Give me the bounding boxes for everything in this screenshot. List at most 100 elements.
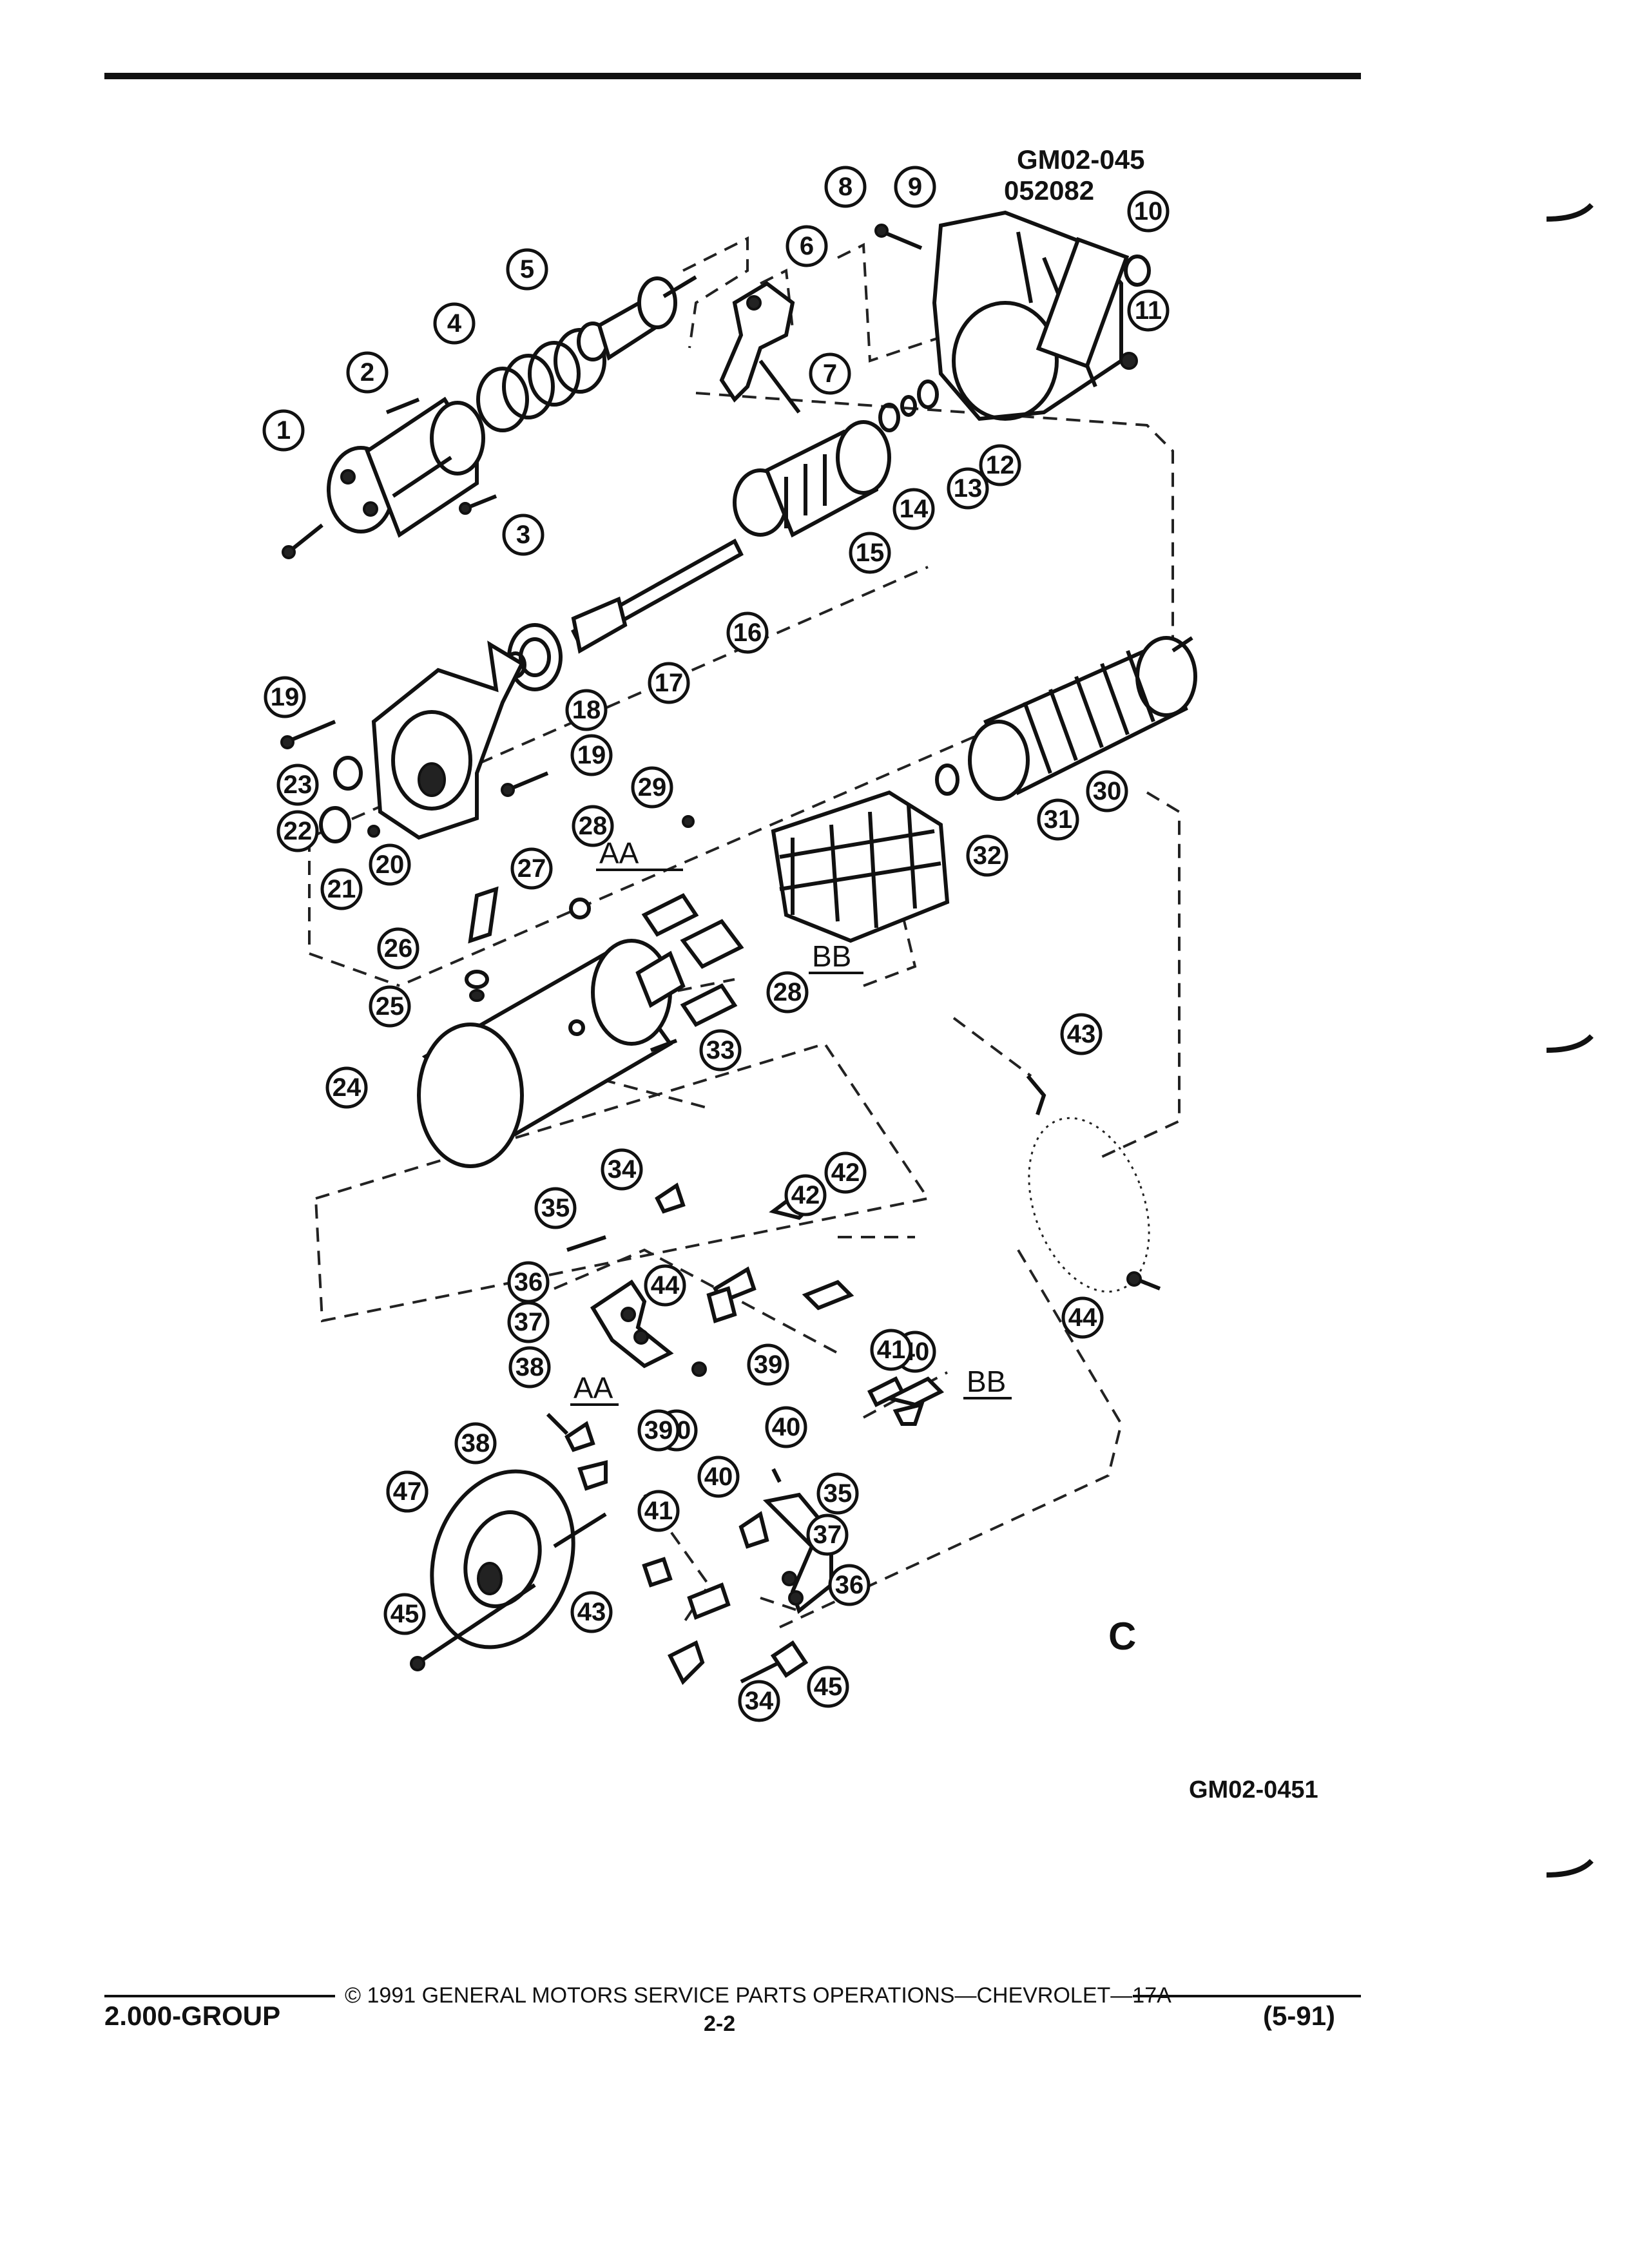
callout-circle <box>699 1029 742 1072</box>
callout-34: 34 <box>601 1148 643 1191</box>
callout-18: 18 <box>565 689 608 731</box>
callout-circle <box>276 810 319 852</box>
callout-number: 24 <box>333 1073 361 1102</box>
callout-circle <box>262 409 305 452</box>
callout-number: 28 <box>773 978 802 1006</box>
callout-number: 40 <box>704 1463 733 1491</box>
callout-number: 20 <box>376 850 405 879</box>
callout-13: 13 <box>947 467 989 510</box>
callout-circle <box>570 1591 613 1633</box>
callout-circle <box>828 1564 871 1606</box>
callout-circle <box>1127 289 1170 332</box>
callout-24: 24 <box>325 1066 368 1109</box>
part-bushings <box>319 756 380 843</box>
callout-14: 14 <box>892 488 935 530</box>
callout-circle <box>572 805 614 847</box>
callout-39: 39 <box>747 1343 789 1386</box>
part-drive-housing <box>932 210 1130 421</box>
callout-38: 38 <box>454 1422 497 1465</box>
drawing-date: 052082 <box>1004 175 1094 206</box>
callout-circle <box>786 225 828 267</box>
callout-number: 13 <box>954 474 983 503</box>
part-field-frame <box>417 939 673 1168</box>
callout-number: 18 <box>572 696 601 724</box>
callout-20: 20 <box>369 843 411 886</box>
callout-number: 36 <box>835 1571 864 1599</box>
callout-circle <box>570 734 613 776</box>
callout-circle <box>1127 190 1170 233</box>
part-bolt-8 <box>874 224 923 250</box>
view-letter: C <box>1108 1615 1136 1658</box>
callout-39: 39 <box>637 1409 680 1452</box>
callout-circle <box>601 1148 643 1191</box>
callout-circle <box>747 1343 789 1386</box>
callout-36: 36 <box>507 1261 550 1303</box>
part-bolt-1 <box>282 523 323 559</box>
callout-45: 45 <box>807 1666 849 1708</box>
callout-circle <box>276 764 319 806</box>
callout-25: 25 <box>369 985 411 1028</box>
callout-circle <box>1061 1296 1104 1339</box>
callout-5: 5 <box>506 248 548 291</box>
callout-circle <box>697 1456 740 1498</box>
callout-circle <box>870 1329 912 1371</box>
callout-circle <box>508 1346 551 1389</box>
wire-label: BB <box>967 1365 1006 1398</box>
callout-circle <box>765 1406 807 1448</box>
callout-number: 42 <box>831 1158 860 1187</box>
callout-number: 39 <box>754 1350 783 1379</box>
callout-number: 21 <box>327 875 356 903</box>
part-washers <box>878 380 939 432</box>
callout-number: 32 <box>973 841 1002 870</box>
callout-circle <box>894 166 936 208</box>
callout-circle <box>369 843 411 886</box>
callout-circle <box>979 444 1021 486</box>
callout-23: 23 <box>276 764 319 806</box>
part-plug-11 <box>1120 352 1138 370</box>
callout-number: 4 <box>447 309 462 338</box>
wire-label: BB <box>812 939 851 973</box>
callout-number: 31 <box>1044 805 1073 834</box>
callout-circle <box>507 1301 550 1343</box>
callout-number: 17 <box>655 669 684 697</box>
callout-circle <box>726 611 769 654</box>
callout-37: 37 <box>806 1514 849 1556</box>
part-solenoid <box>327 396 485 538</box>
callout-number: 36 <box>514 1268 543 1296</box>
callout-circle <box>264 676 306 718</box>
callout-circle <box>947 467 989 510</box>
callout-number: 43 <box>1067 1020 1096 1048</box>
callout-number: 38 <box>516 1353 545 1381</box>
callout-42: 42 <box>824 1151 867 1194</box>
callout-27: 27 <box>510 847 553 890</box>
callout-number: 2 <box>360 358 374 387</box>
callout-number: 22 <box>284 817 313 845</box>
callout-number: 6 <box>800 232 814 260</box>
callout-2: 2 <box>346 351 389 394</box>
callout-circle <box>631 766 673 809</box>
callout-40: 40 <box>697 1456 740 1498</box>
callout-number: 14 <box>900 495 929 523</box>
callout-number: 1 <box>276 416 291 445</box>
callout-number: 26 <box>384 934 413 963</box>
callout-circle <box>386 1470 429 1513</box>
callout-1: 1 <box>262 409 305 452</box>
callout-number: 27 <box>517 854 546 883</box>
part-shaft <box>571 538 744 654</box>
callout-number: 8 <box>838 173 853 201</box>
top-rule <box>104 73 1361 79</box>
part-brush-holder-upper <box>566 1182 925 1426</box>
callout-number: 34 <box>608 1155 637 1184</box>
footer-revision: (5-91) <box>1263 2001 1335 2031</box>
drawing-code: GM02-045 <box>1017 144 1144 175</box>
callout-36: 36 <box>828 1564 871 1606</box>
part-drive-assembly <box>733 420 891 538</box>
callout-circle <box>637 1490 680 1532</box>
callout-number: 12 <box>986 451 1015 479</box>
callout-9: 9 <box>894 166 936 208</box>
callout-number: 19 <box>271 683 300 711</box>
callout-47: 47 <box>386 1470 429 1513</box>
callout-28: 28 <box>572 805 614 847</box>
callout-number: 23 <box>284 771 313 799</box>
callout-circle <box>369 985 411 1028</box>
